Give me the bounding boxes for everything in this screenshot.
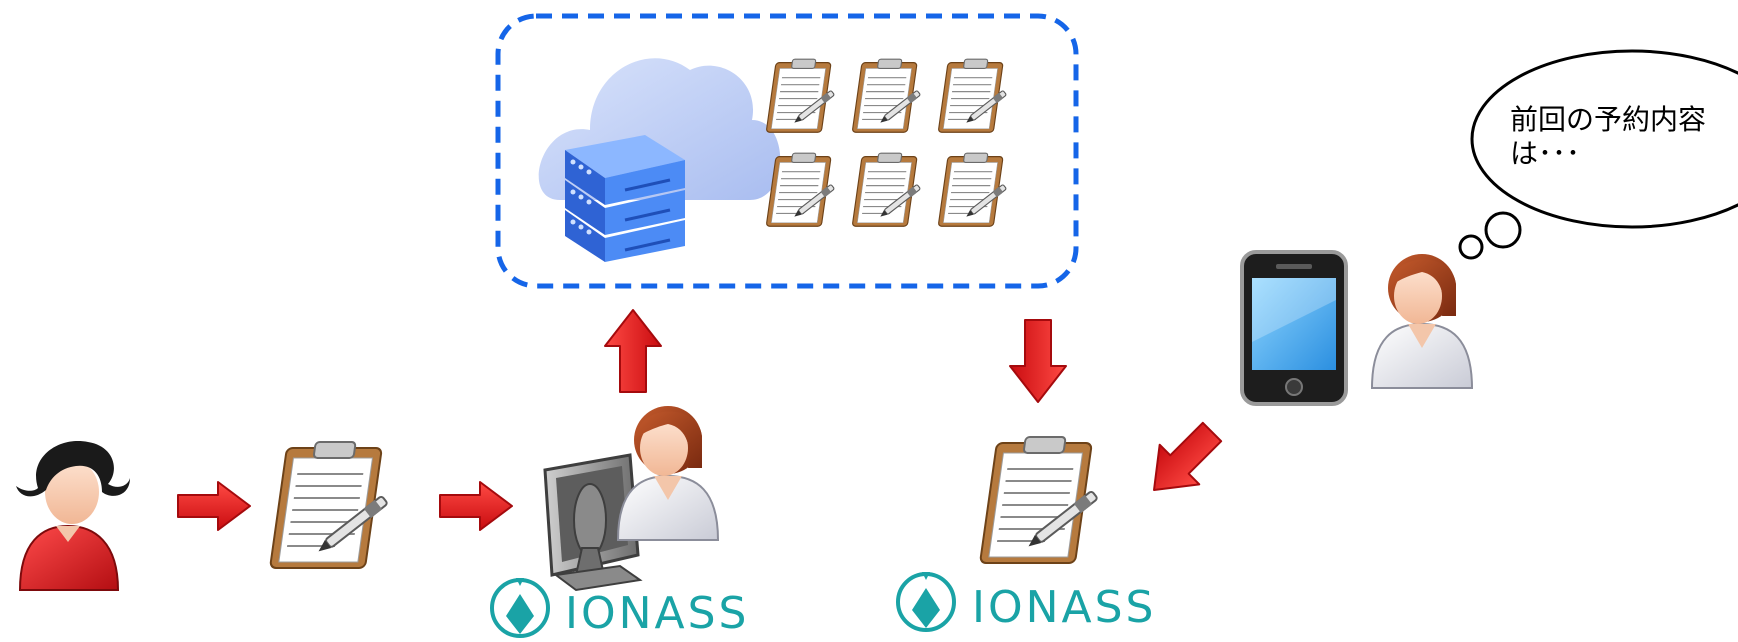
red-arrow-icon	[604, 309, 662, 393]
clipboard-with-pen-icon	[937, 152, 1008, 227]
ionass-logo-icon	[896, 572, 956, 632]
clipboard-with-pen-icon	[851, 152, 922, 227]
ionass-logo-icon	[490, 578, 550, 638]
desktop-computer-icon	[543, 453, 643, 592]
red-arrow-icon	[1009, 319, 1067, 403]
staff-person-icon	[617, 405, 719, 541]
clipboard-with-pen-icon	[765, 58, 836, 133]
red-arrow-icon	[177, 481, 251, 531]
clipboard-with-pen-icon	[765, 152, 836, 227]
cloud-server-icon	[538, 58, 781, 262]
clipboard-with-pen-icon	[979, 436, 1100, 564]
ionass-logo-text: IONASS	[972, 582, 1157, 633]
customer-person-icon	[16, 441, 130, 591]
clipboard-with-pen-icon	[851, 58, 922, 133]
clipboard-with-pen-icon	[269, 441, 390, 569]
ionass-logo-text: IONASS	[565, 588, 750, 639]
thought-bubble-text: 前回の予約内容 は･･･	[1510, 103, 1707, 170]
stored-clipboards	[765, 58, 1008, 227]
red-arrow-icon	[439, 481, 513, 531]
clipboard-with-pen-icon	[937, 58, 1008, 133]
thought-bubble	[1458, 49, 1738, 260]
smartphone-icon	[1240, 250, 1348, 406]
red-arrow-icon	[1153, 421, 1223, 491]
staff-person-icon	[1371, 253, 1473, 389]
cloud-storage-border	[495, 13, 1079, 289]
